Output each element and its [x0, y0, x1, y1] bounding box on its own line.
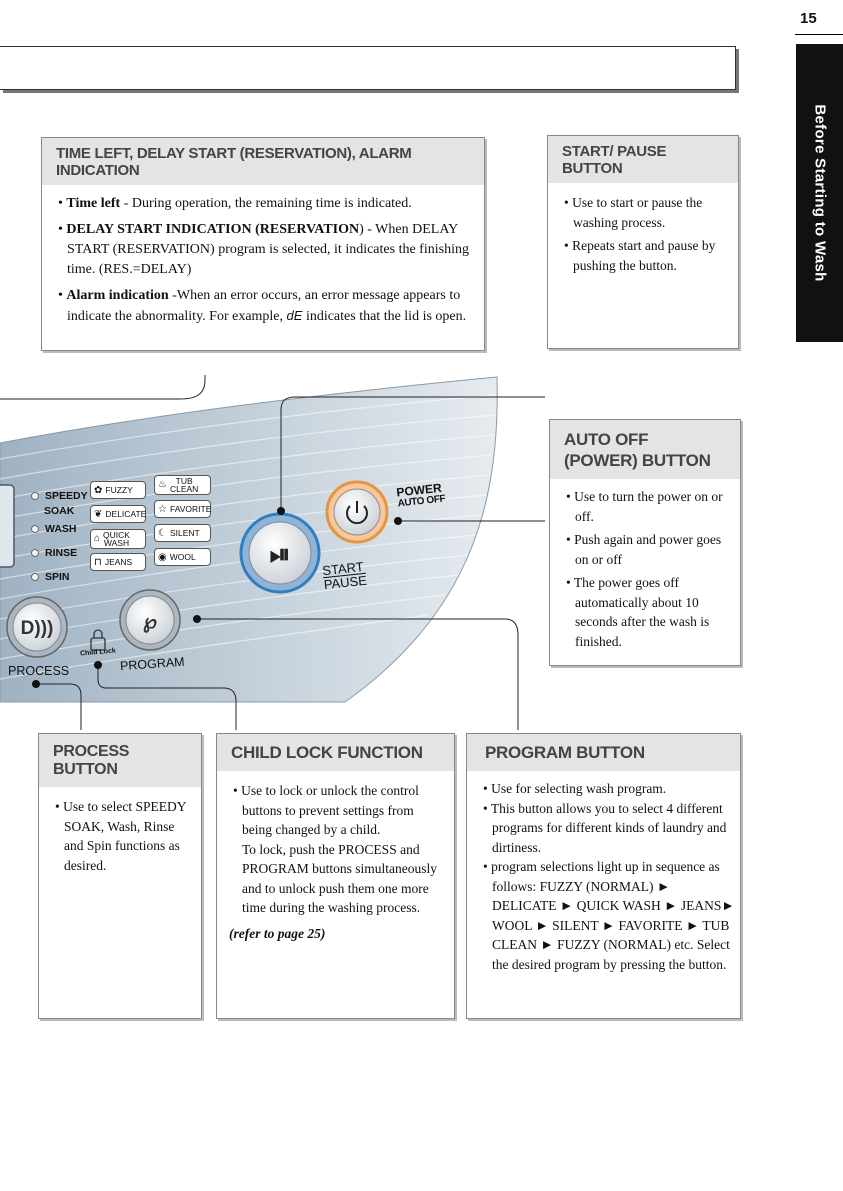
start-pause-title: START/ PAUSE BUTTON: [548, 136, 738, 183]
program-title: PROGRAM BUTTON: [467, 734, 740, 771]
jeans-icon: ⊓: [94, 556, 102, 568]
fuzzy-icon: ✿: [94, 484, 103, 496]
auto-off-title-line2: (POWER) BUTTON: [564, 451, 711, 470]
indicator-rinse: RINSE: [31, 547, 77, 559]
start-pause-item: • Repeats start and pause by pushing the…: [564, 238, 716, 273]
process-button[interactable]: [7, 597, 67, 657]
power-label: POWER AUTO OFF: [395, 480, 446, 510]
indicator-spin: SPIN: [31, 571, 70, 583]
star-icon: ☆: [158, 503, 167, 515]
child-lock-continuation: To lock, push the PROCESS and PROGRAM bu…: [242, 841, 438, 916]
program-item: • program selections light up in sequenc…: [483, 859, 735, 972]
power-button[interactable]: [327, 482, 387, 542]
control-panel-illustration: D))) ℘ ⏯: [0, 375, 545, 730]
start-pause-item: • Use to start or pause the washing proc…: [564, 195, 703, 230]
auto-off-item: • Push again and power goes on or off: [566, 532, 722, 567]
auto-off-item: • The power goes off automatically about…: [566, 575, 710, 649]
program-button[interactable]: [120, 590, 180, 650]
child-lock-item: • Use to lock or unlock the control butt…: [233, 783, 419, 837]
indicator-speedy: SPEEDY: [31, 490, 88, 502]
auto-off-box: AUTO OFF (POWER) BUTTON • Use to turn th…: [549, 419, 741, 666]
time-left-title: TIME LEFT, DELAY START (RESERVATION), AL…: [42, 138, 484, 185]
program-favorite: ☆FAVORITE: [154, 500, 211, 518]
wool-icon: ◉: [158, 551, 167, 563]
program-item: • Use for selecting wash program.: [483, 781, 667, 796]
leaf-icon: ❦: [94, 508, 103, 520]
child-lock-reference: (refer to page 25): [229, 925, 326, 941]
child-lock-title: CHILD LOCK FUNCTION: [217, 734, 454, 771]
indicator-wash: WASH: [31, 523, 77, 535]
time-left-box: TIME LEFT, DELAY START (RESERVATION), AL…: [41, 137, 485, 351]
process-item: • Use to select SPEEDY SOAK, Wash, Rinse…: [55, 799, 186, 873]
section-side-tab-label: Before Starting to Wash: [811, 104, 828, 282]
program-fuzzy: ✿FUZZY: [90, 481, 146, 499]
start-pause-label: START PAUSE: [321, 559, 368, 593]
shirt-icon: ⌂: [94, 533, 101, 544]
header-banner: [0, 46, 736, 90]
child-lock-box: CHILD LOCK FUNCTION • Use to lock or unl…: [216, 733, 455, 1019]
auto-off-title-line1: AUTO OFF: [564, 430, 649, 449]
tub-icon: ♨: [158, 479, 167, 490]
program-delicate: ❦DELICATE: [90, 505, 146, 523]
program-wool: ◉WOOL: [154, 548, 211, 566]
alarm-item: • Alarm indication -When an error occurs…: [58, 288, 467, 324]
process-label: PROCESS: [8, 664, 70, 678]
program-jeans: ⊓JEANS: [90, 553, 146, 571]
page-number: 15: [800, 10, 817, 27]
time-left-item: • Time left - During operation, the rema…: [58, 196, 412, 211]
svg-text:℘: ℘: [143, 611, 157, 633]
program-item: • This button allows you to select 4 dif…: [483, 800, 727, 855]
auto-off-item: • Use to turn the power on or off.: [566, 489, 723, 524]
program-box: PROGRAM BUTTON • Use for selecting wash …: [466, 733, 741, 1019]
section-side-tab: Before Starting to Wash: [796, 44, 843, 342]
start-pause-box: START/ PAUSE BUTTON • Use to start or pa…: [547, 135, 739, 349]
process-box: PROCESS BUTTON • Use to select SPEEDY SO…: [38, 733, 202, 1019]
delay-start-item: • DELAY START INDICATION (RESERVATION) -…: [58, 222, 469, 277]
program-silent: ☾SILENT: [154, 524, 211, 542]
moon-icon: ☾: [158, 527, 167, 539]
indicator-soak: SOAK: [44, 505, 75, 517]
page-number-rule: [795, 34, 843, 35]
error-code-display: dE: [286, 308, 303, 323]
start-pause-button[interactable]: [241, 514, 319, 592]
process-title: PROCESS BUTTON: [39, 734, 201, 787]
svg-text:⏯: ⏯: [270, 540, 291, 570]
svg-text:D))): D))): [21, 618, 54, 639]
